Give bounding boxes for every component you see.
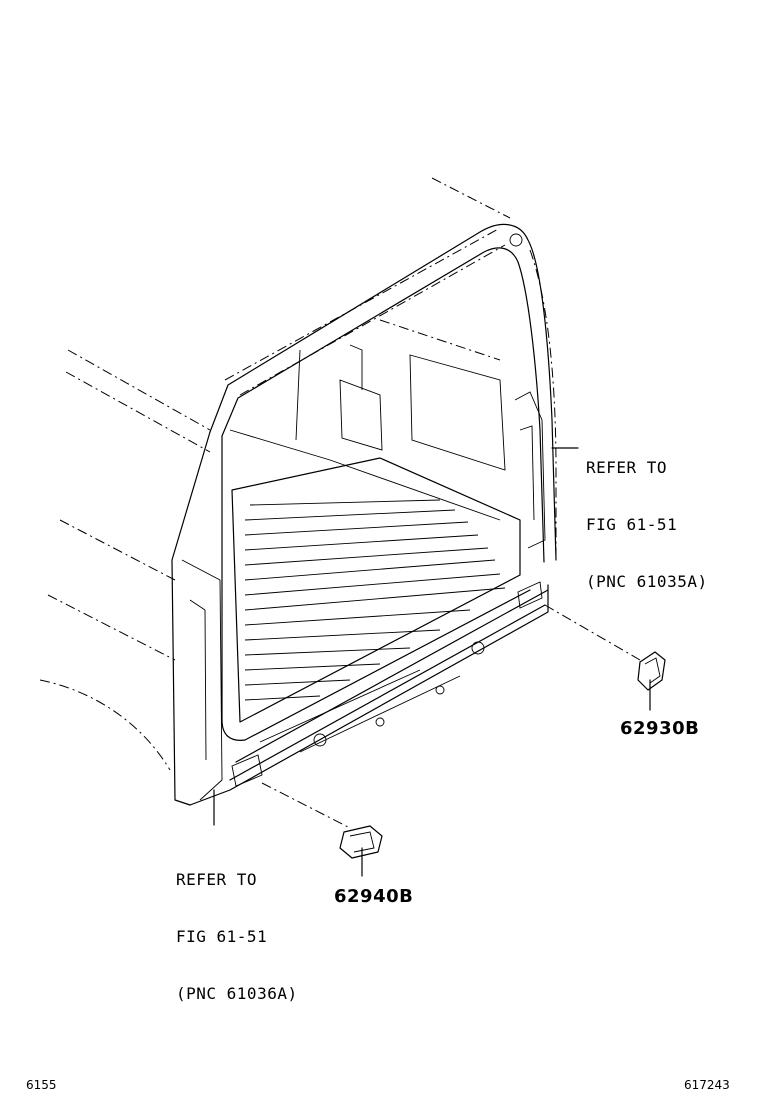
grommet-62940b <box>339 825 383 859</box>
right-ref-line3: (PNC 61035A) <box>586 572 708 591</box>
interior-details <box>229 344 506 521</box>
roof-outline <box>224 177 557 560</box>
part-number-62940b: 62940B <box>334 886 414 907</box>
part-number-62930b: 62930B <box>620 718 700 739</box>
footer-right-code: 617243 <box>684 1078 730 1092</box>
rear-lower-panel <box>189 581 549 806</box>
grommet-62930b <box>637 651 666 691</box>
rear-door-frame <box>171 223 557 806</box>
leader-lines <box>213 604 651 877</box>
cargo-floor <box>231 457 521 723</box>
right-ref-line2: FIG 61-51 <box>586 515 678 534</box>
left-reference-callout: REFER TO FIG 61-51 (PNC 61036A) <box>176 832 298 1022</box>
right-reference-callout: REFER TO FIG 61-51 (PNC 61035A) <box>586 420 708 610</box>
left-ref-line2: FIG 61-51 <box>176 927 268 946</box>
right-ref-line1: REFER TO <box>586 458 668 477</box>
side-body-lines <box>39 349 211 771</box>
right-bracket <box>514 391 579 549</box>
footer-left-code: 6155 <box>26 1078 57 1092</box>
left-ref-line3: (PNC 61036A) <box>176 984 298 1003</box>
left-ref-line1: REFER TO <box>176 870 258 889</box>
